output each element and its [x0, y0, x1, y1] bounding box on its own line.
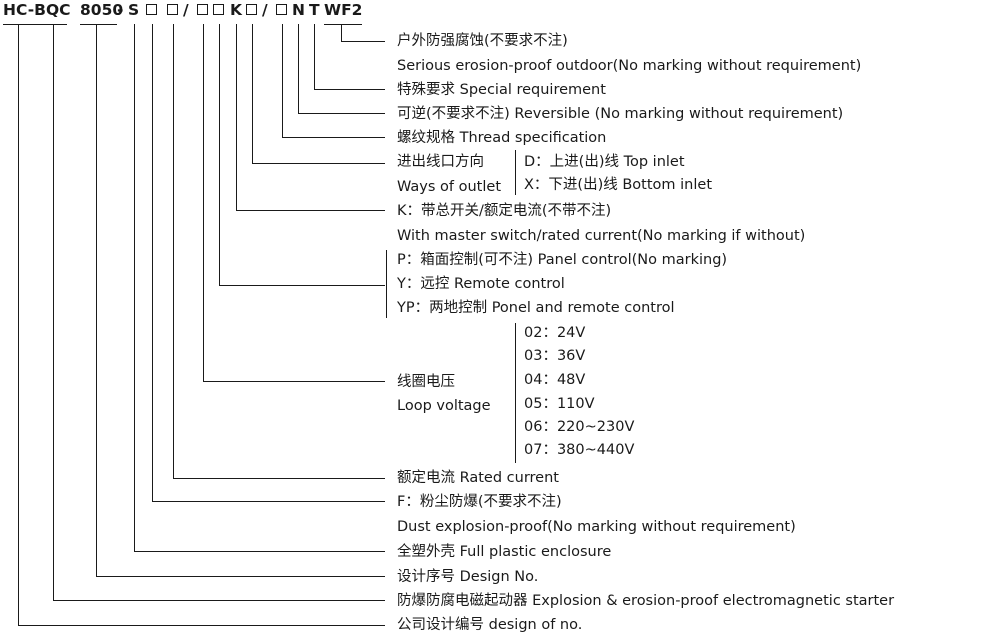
label-k-en: With master switch/rated current(No mark…	[397, 228, 806, 244]
code-box-control	[213, 4, 224, 15]
label-dust-cn: F：粉尘防爆(不要求不注)	[397, 494, 562, 510]
code-s: S	[128, 1, 140, 19]
label-control-panel: P：箱面控制(可不注) Panel control(No marking)	[397, 252, 728, 268]
label-outlet-cn: 进出线口方向	[397, 154, 484, 170]
leader-wf2-v	[341, 24, 343, 42]
code-dash: -	[117, 1, 124, 19]
code-box-thread	[276, 4, 287, 15]
leader-design-v	[96, 24, 98, 577]
label-current: 额定电流 Rated current	[397, 470, 559, 486]
leader-voltage-v	[203, 24, 205, 382]
code-box-current	[167, 4, 178, 15]
bracket-control	[386, 250, 388, 318]
label-voltage-cn: 线圈电压	[397, 374, 455, 390]
leader-thread-h	[282, 137, 385, 139]
underline-prefix	[3, 24, 67, 26]
label-outlet-top: D：上进(出)线 Top inlet	[524, 154, 685, 170]
label-control-both: YP：两地控制 Ponel and remote control	[397, 300, 675, 316]
leader-dust-h	[152, 501, 385, 503]
code-slash-2: /	[262, 1, 268, 19]
voltage-option: 02：24V	[524, 325, 586, 341]
leader-design-h	[96, 576, 385, 578]
code-n: N	[292, 1, 305, 19]
leader-plastic-h	[134, 551, 385, 553]
label-design: 设计序号 Design No.	[397, 569, 539, 585]
label-reversible: 可逆(不要求不注) Reversible (No marking without…	[397, 106, 844, 122]
voltage-option: 06：220~230V	[524, 419, 635, 435]
label-outlet-bottom: X：下进(出)线 Bottom inlet	[524, 177, 713, 193]
label-company: 公司设计编号 design of no.	[397, 617, 583, 633]
code-prefix: HC-BQC	[3, 1, 71, 19]
underline-wf2	[324, 24, 362, 26]
leader-dust-v	[152, 24, 154, 502]
label-control-remote: Y：远控 Remote control	[397, 276, 565, 292]
leader-k-v	[236, 24, 238, 211]
leader-outlet-h	[252, 163, 385, 165]
leader-control-h	[219, 285, 385, 287]
leader-company-v	[18, 24, 20, 626]
leader-thread-v	[282, 24, 284, 138]
leader-n-v	[298, 24, 300, 114]
voltage-option: 05：110V	[524, 396, 595, 412]
code-t: T	[309, 1, 320, 19]
leader-company-h	[18, 625, 385, 627]
code-box-dust	[146, 4, 157, 15]
voltage-option: 03：36V	[524, 348, 586, 364]
leader-t-v	[314, 24, 316, 90]
voltage-option: 04：48V	[524, 372, 586, 388]
leader-plastic-v	[134, 24, 136, 552]
label-wf2-en: Serious erosion-proof outdoor(No marking…	[397, 58, 862, 74]
label-plastic: 全塑外壳 Full plastic enclosure	[397, 544, 612, 560]
label-voltage-en: Loop voltage	[397, 398, 491, 414]
underline-design-no	[80, 24, 117, 26]
label-k-cn: K：带总开关/额定电流(不带不注)	[397, 203, 612, 219]
leader-k-h	[236, 210, 385, 212]
leader-voltage-h	[203, 381, 385, 383]
leader-wf2-h	[341, 41, 385, 43]
code-box-outlet	[246, 4, 257, 15]
label-wf2-cn: 户外防强腐蚀(不要求不注)	[397, 33, 568, 49]
bracket-voltage	[515, 323, 517, 463]
leader-outlet-v	[252, 24, 254, 164]
code-k: K	[230, 1, 243, 19]
leader-t-h	[314, 89, 385, 91]
leader-control-v	[219, 24, 221, 286]
leader-current-h	[173, 478, 385, 480]
leader-product-h	[53, 600, 385, 602]
code-wf2: WF2	[324, 1, 363, 19]
leader-current-v	[173, 24, 175, 479]
leader-n-h	[298, 113, 385, 115]
bracket-outlet	[515, 150, 517, 195]
label-thread: 螺纹规格 Thread specification	[397, 130, 607, 146]
code-box-voltage	[197, 4, 208, 15]
code-slash-1: /	[183, 1, 189, 19]
label-dust-en: Dust explosion-proof(No marking without …	[397, 519, 796, 535]
label-special: 特殊要求 Special requirement	[397, 82, 606, 98]
label-product: 防爆防腐电磁起动器 Explosion & erosion-proof elec…	[397, 593, 895, 609]
leader-product-v	[53, 24, 55, 601]
label-outlet-en: Ways of outlet	[397, 179, 502, 195]
code-design-no: 8050	[80, 1, 124, 19]
voltage-option: 07：380~440V	[524, 442, 635, 458]
